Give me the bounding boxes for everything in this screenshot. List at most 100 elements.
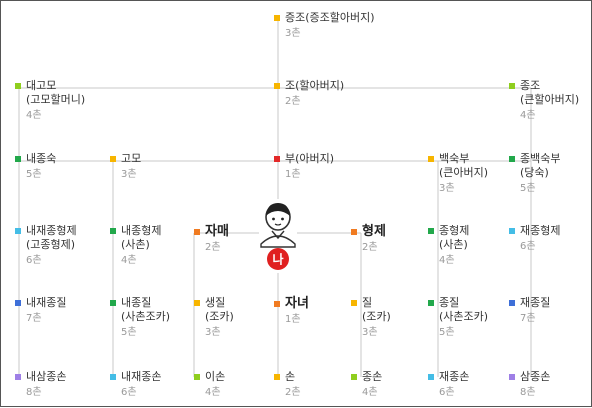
node-baeksukbu: 백숙부(큰아버지)3촌 (428, 152, 488, 196)
relation-degree: 4촌 (26, 110, 42, 121)
relation-name: 종손 (362, 370, 383, 383)
relation-name: 종조(큰할아버지) (520, 79, 580, 106)
relation-name: 삼종손 (520, 370, 551, 383)
relation-degree: 3촌 (121, 169, 137, 180)
relation-name: 자녀 (285, 296, 309, 311)
self-figure: 나 (258, 200, 298, 272)
relation-name: 내종질(사촌조카) (121, 296, 171, 323)
relation-name: 내재종손 (121, 370, 162, 383)
relation-degree: 6촌 (439, 387, 455, 398)
color-marker (15, 228, 21, 234)
relation-degree: 4촌 (121, 255, 137, 266)
relation-degree: 2촌 (205, 242, 221, 253)
relation-degree: 5촌 (439, 327, 455, 338)
node-naejonghyeongje: 내종형제(사촌) 4촌 (110, 224, 161, 268)
color-marker (428, 300, 434, 306)
color-marker (194, 300, 200, 306)
relation-name: 내재종형제(고종형제) (26, 224, 77, 251)
node-jonghyeongje: 종형제(사촌) 4촌 (428, 224, 469, 268)
relation-name: 부(아버지) (285, 152, 335, 165)
color-marker (194, 229, 200, 235)
color-marker (274, 374, 280, 380)
relation-name: 종백숙부(당숙) (520, 152, 561, 179)
relation-degree: 8촌 (26, 387, 42, 398)
color-marker (351, 300, 357, 306)
relation-name: 내종형제(사촌) (121, 224, 162, 251)
node-naejongjil: 내종질(사촌조카)5촌 (110, 296, 170, 340)
relation-name: 대고모(고모할머니) (26, 79, 86, 106)
node-jil: 질(조카) 3촌 (351, 296, 391, 340)
relation-name: 재종손 (439, 370, 470, 383)
node-samjongson: 삼종손 8촌 (509, 370, 550, 400)
relation-degree: 4촌 (520, 110, 536, 121)
relation-degree: 8촌 (520, 387, 536, 398)
node-naejaejonghyeongje: 내재종형제(고종형제)6촌 (15, 224, 77, 268)
color-marker (509, 83, 515, 89)
node-ison: 이손 4촌 (194, 370, 225, 400)
color-marker (110, 228, 116, 234)
color-marker (274, 15, 280, 21)
node-jaejongjil: 재종질 7촌 (509, 296, 550, 326)
relation-degree: 1촌 (285, 169, 301, 180)
node-jeungjo-top: 증조(증조할아버지)3촌 (274, 11, 375, 41)
color-marker (428, 156, 434, 162)
color-marker (509, 228, 515, 234)
color-marker (110, 374, 116, 380)
color-marker (509, 156, 515, 162)
color-marker (351, 374, 357, 380)
relation-name: 백숙부(큰아버지) (439, 152, 489, 179)
color-marker (15, 156, 21, 162)
node-saengjil: 생질(조카) 3촌 (194, 296, 234, 340)
relation-name: 재종형제 (520, 224, 561, 237)
color-marker (110, 156, 116, 162)
color-marker (15, 83, 21, 89)
self-badge-label: 나 (272, 252, 283, 267)
node-janyeo: 자녀 1촌 (274, 296, 309, 327)
color-marker (15, 374, 21, 380)
color-marker (194, 374, 200, 380)
relation-degree: 4촌 (439, 255, 455, 266)
relation-degree: 3촌 (205, 327, 221, 338)
node-naesamjongson: 내삼종손 8촌 (15, 370, 66, 400)
relation-name: 이손 (205, 370, 226, 383)
relation-name: 형제 (362, 224, 386, 239)
relation-name: 손 (285, 370, 296, 383)
relation-degree: 5촌 (520, 183, 536, 194)
relation-name: 내재종질 (26, 296, 67, 309)
relation-degree: 4촌 (205, 387, 221, 398)
node-jongbaeksukbu: 종백숙부(당숙) 5촌 (509, 152, 560, 196)
color-marker (15, 300, 21, 306)
relation-name: 종형제(사촌) (439, 224, 470, 251)
relation-degree: 2촌 (285, 96, 301, 107)
relation-name: 종질(사촌조카) (439, 296, 489, 323)
color-marker (274, 156, 280, 162)
node-daegomo: 대고모(고모할머니) 4촌 (15, 79, 85, 123)
node-jaejongson: 재종손 6촌 (428, 370, 469, 400)
relation-name: 내삼종손 (26, 370, 67, 383)
relation-name: 재종질 (520, 296, 551, 309)
relation-degree: 3촌 (362, 327, 378, 338)
node-hyeongje: 형제 2촌 (351, 224, 386, 255)
node-jo: 조(할아버지)2촌 (274, 79, 344, 109)
color-marker (509, 300, 515, 306)
relation-degree: 2촌 (362, 242, 378, 253)
color-marker (509, 374, 515, 380)
color-marker (428, 374, 434, 380)
node-jeungjo-right: 종조(큰할아버지) 4촌 (509, 79, 579, 123)
relation-name: 질(조카) (362, 296, 391, 323)
color-marker (428, 228, 434, 234)
relation-degree: 7촌 (520, 313, 536, 324)
relation-degree: 1촌 (285, 314, 301, 325)
relation-degree: 3촌 (285, 28, 301, 39)
relation-name: 고모 (121, 152, 142, 165)
relation-name: 생질(조카) (205, 296, 234, 323)
relation-degree: 7촌 (26, 313, 42, 324)
person-icon: 나 (260, 203, 296, 270)
node-gomo: 고모 3촌 (110, 152, 141, 182)
relation-name: 내종숙 (26, 152, 57, 165)
